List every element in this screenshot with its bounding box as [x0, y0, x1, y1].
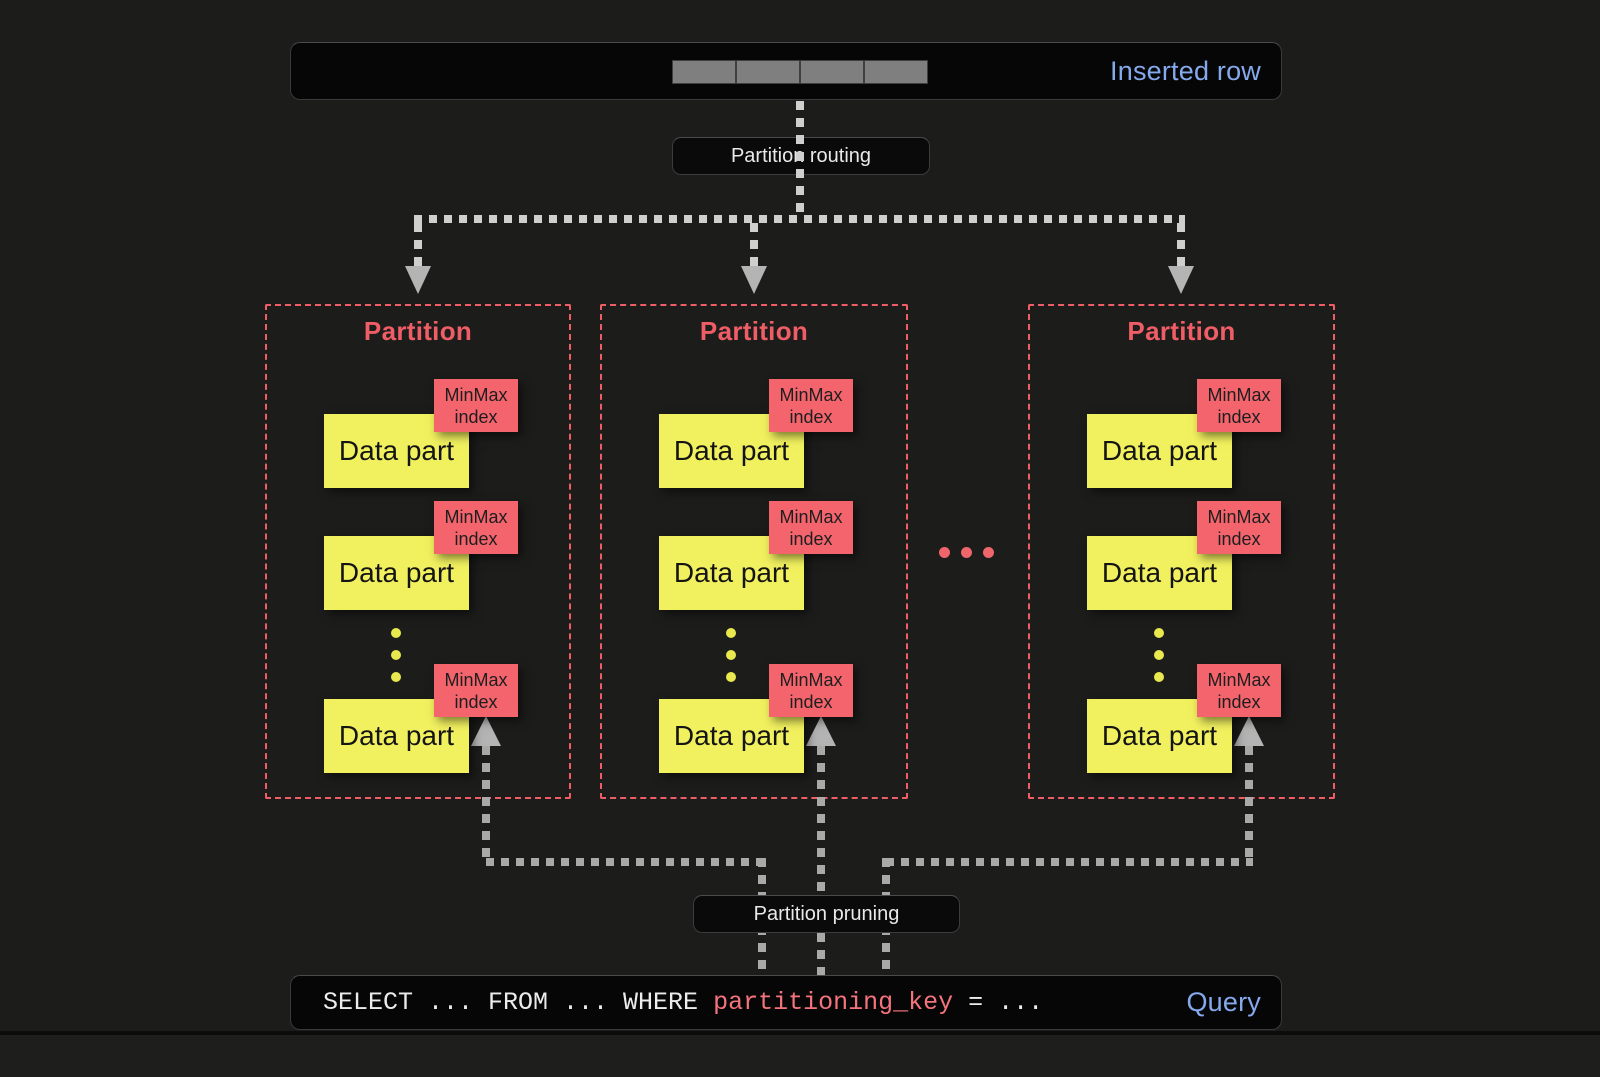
row-cell	[800, 60, 864, 84]
query-prefix: SELECT ... FROM ... WHERE	[323, 988, 714, 1017]
minmax-index-tag: MinMax index	[1197, 664, 1281, 717]
more-partitions-ellipsis-icon	[939, 547, 994, 558]
partition-box-1: Partition Data part MinMax index Data pa…	[265, 304, 571, 799]
page-background-strip	[0, 1035, 1600, 1077]
inserted-row-label: Inserted row	[1110, 55, 1261, 86]
partitioning-key-token: partitioning_key	[713, 988, 954, 1017]
branch-drop-middle	[750, 223, 758, 267]
pruning-line-left-up	[482, 746, 490, 864]
minmax-index-tag: MinMax index	[1197, 501, 1281, 554]
arrow-down-icon	[1168, 266, 1194, 294]
minmax-index-tag: MinMax index	[769, 501, 853, 554]
more-parts-ellipsis-icon	[1154, 628, 1164, 682]
query-label: Query	[1186, 987, 1261, 1017]
pruning-line-left-elbow	[486, 858, 764, 866]
branch-drop-left	[414, 223, 422, 267]
partition-box-2: Partition Data part MinMax index Data pa…	[600, 304, 908, 799]
branch-line	[414, 215, 1185, 223]
inserted-row-cells-icon	[672, 60, 928, 84]
image-bottom-edge	[0, 1031, 1600, 1035]
inserted-row-bar: Inserted row	[290, 42, 1282, 100]
query-code: SELECT ... FROM ... WHERE partitioning_k…	[323, 988, 1043, 1017]
query-bar: SELECT ... FROM ... WHERE partitioning_k…	[290, 975, 1282, 1030]
partition-pruning-text: Partition pruning	[753, 902, 900, 925]
row-cell	[864, 60, 928, 84]
data-part: Data part	[659, 699, 804, 773]
pruning-line-right-up	[1245, 746, 1253, 864]
row-cell	[672, 60, 736, 84]
partition-title: Partition	[1127, 316, 1236, 346]
branch-drop-right	[1177, 223, 1185, 267]
minmax-index-tag: MinMax index	[434, 664, 518, 717]
query-suffix: = ...	[953, 988, 1044, 1017]
minmax-index-tag: MinMax index	[769, 379, 853, 432]
pruning-line-middle	[817, 746, 825, 975]
minmax-index-tag: MinMax index	[434, 379, 518, 432]
minmax-index-tag: MinMax index	[769, 664, 853, 717]
pruning-line-right-elbow	[886, 858, 1253, 866]
partition-box-3: Partition Data part MinMax index Data pa…	[1028, 304, 1335, 799]
partition-title: Partition	[699, 316, 809, 346]
partition-pruning-label: Partition pruning	[693, 895, 960, 933]
minmax-index-tag: MinMax index	[1197, 379, 1281, 432]
more-parts-ellipsis-icon	[726, 628, 736, 682]
routing-flow-line	[796, 101, 804, 219]
arrow-down-icon	[741, 266, 767, 294]
more-parts-ellipsis-icon	[391, 628, 401, 682]
arrow-down-icon	[405, 266, 431, 294]
row-cell	[736, 60, 800, 84]
minmax-index-tag: MinMax index	[434, 501, 518, 554]
data-part: Data part	[324, 536, 469, 610]
partition-title: Partition	[363, 316, 473, 346]
